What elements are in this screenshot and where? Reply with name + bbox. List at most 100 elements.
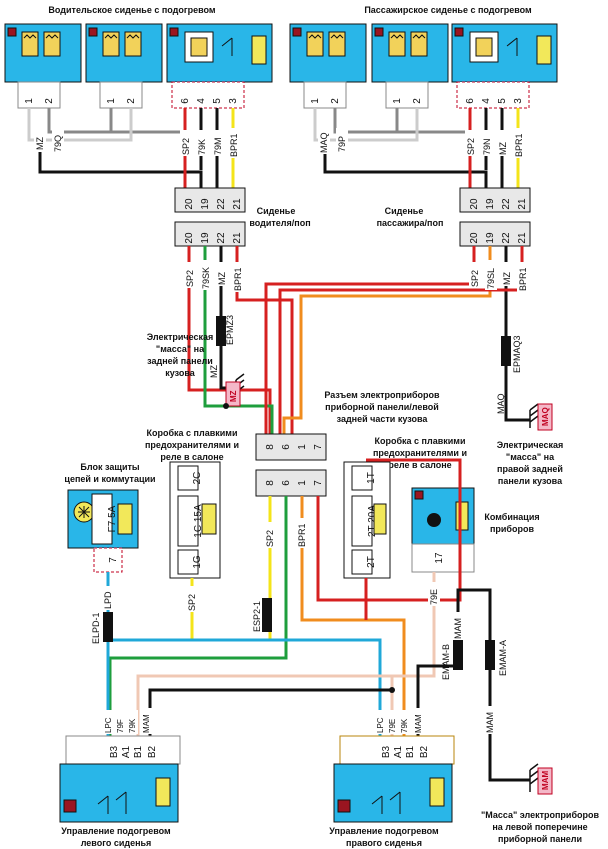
pin-b3: B3 — [381, 745, 392, 758]
wire-label: MZ — [209, 365, 219, 378]
wire-label: MAQ — [496, 393, 506, 414]
pin-5: 5 — [497, 98, 508, 104]
pin-22: 22 — [501, 232, 512, 244]
pin-3: 3 — [228, 98, 239, 104]
wire-label: LPD — [103, 591, 113, 609]
wire-label: BPR1 — [514, 133, 524, 157]
pin-8: 8 — [265, 444, 276, 450]
fuse-box-right-label: Коробка с плавкими предохранителями и ре… — [373, 436, 467, 470]
wire-label: 79N — [482, 138, 492, 155]
wire-label: SP2 — [265, 530, 275, 547]
passenger-heater-1: 1 2 — [289, 23, 367, 109]
fuse-2t: 1T 2T 20A 2T — [343, 461, 391, 579]
label-line: предохранителями и — [373, 448, 467, 458]
wire-label: SP2 — [466, 138, 476, 155]
pin-b2: B2 — [147, 745, 158, 758]
driver-seat-relay: 6 4 5 3 — [166, 23, 273, 109]
pin-22: 22 — [216, 232, 227, 244]
wire-label: BPR1 — [297, 523, 307, 547]
wire-label: 79F — [116, 719, 125, 733]
wire-label: BPR1 — [518, 267, 528, 291]
pin-2t: 2T — [366, 556, 377, 568]
label-line: Управление подогревом — [329, 826, 439, 836]
wire-label: 79K — [197, 139, 207, 155]
wire-label: 79K — [400, 718, 409, 733]
label-line: приборной панели/левой — [325, 402, 439, 412]
label-line: "масса" на — [156, 344, 205, 354]
wire-label: EPMAQ3 — [512, 335, 522, 373]
pin-17: 17 — [434, 552, 445, 564]
wire-label: 79K — [128, 718, 137, 733]
label-line: задней части кузова — [337, 414, 429, 424]
wire-label: SP2 — [187, 594, 197, 611]
fuse-rating: 2T 20A — [367, 505, 378, 537]
pin-6: 6 — [281, 480, 292, 486]
label-line: Сиденье — [385, 206, 424, 216]
ground-tag: MAM — [541, 771, 550, 790]
label-line: задней панели — [147, 356, 213, 366]
seat-connector-passenger: 20 19 22 21 20 19 22 21 Сиденье пассажир… — [377, 187, 531, 247]
label-line: водителя/поп — [249, 218, 310, 228]
wire-label: LPC — [104, 717, 113, 733]
wire-label: 79SL — [486, 268, 496, 289]
label-line: "Масса" электроприборов — [481, 810, 600, 820]
wire-label: EPMZ3 — [225, 315, 235, 345]
label-line: Блок защиты — [80, 462, 139, 472]
wire-label: BPR1 — [233, 267, 243, 291]
dash-connector: 8 6 1 7 8 6 1 7 Разъем электроприборов п… — [255, 390, 440, 497]
pin-2: 2 — [44, 98, 55, 104]
wire-label: SP2 — [470, 270, 480, 287]
wire-label: ELPD-1 — [91, 612, 101, 644]
label-line: Сиденье — [257, 206, 296, 216]
pin-20: 20 — [184, 198, 195, 210]
passenger-heater-2: 1 2 — [371, 23, 449, 109]
fuse-rating: 1C 15A — [193, 504, 204, 538]
passenger-seat-relay: 6 4 5 3 — [451, 23, 558, 109]
pin-8: 8 — [265, 480, 276, 486]
label-line: "масса" на — [506, 452, 555, 462]
wire-label: 79E — [429, 589, 439, 605]
title-passenger-seat: Пассажирское сиденье с подогревом — [364, 5, 532, 15]
wire-label: MAM — [485, 712, 495, 733]
pin-22: 22 — [216, 198, 227, 210]
control-right: B3 A1 B1 B2 Управление подогревом правог… — [329, 735, 455, 848]
label-line: цепей и коммутации — [64, 474, 155, 484]
pin-a1: A1 — [121, 745, 132, 758]
pin-20: 20 — [469, 198, 480, 210]
label-line: реле в салоне — [160, 452, 223, 462]
driver-heater-2: 1 2 — [85, 23, 163, 109]
pin-20: 20 — [184, 232, 195, 244]
label-line: правой задней — [497, 464, 563, 474]
label-line: пассажира/поп — [377, 218, 444, 228]
pin-19: 19 — [485, 232, 496, 244]
pin-21: 21 — [517, 198, 528, 210]
wire-label: BPR1 — [229, 133, 239, 157]
wire-label: MZ — [498, 142, 508, 155]
title-driver-seat: Водительское сиденье с подогревом — [48, 5, 215, 15]
pin-19: 19 — [200, 232, 211, 244]
pin-7: 7 — [313, 480, 324, 486]
label-line: Разъем электроприборов — [324, 390, 440, 400]
wire-label: MAM — [453, 618, 463, 639]
pin-1g: 1G — [192, 555, 203, 569]
pin-1: 1 — [392, 98, 403, 104]
junction-dot — [389, 687, 395, 693]
wire-label: MZ — [502, 272, 512, 285]
wire-label: 79SK — [201, 267, 211, 289]
pin-20: 20 — [469, 232, 480, 244]
pin-7: 7 — [313, 444, 324, 450]
ground-mam: MAM "Масса" электроприборов на левой поп… — [481, 763, 600, 844]
wire-label: MZ — [217, 272, 227, 285]
label-line: приборной панели — [498, 834, 582, 844]
pin-6: 6 — [180, 98, 191, 104]
wire-label: SP2 — [181, 138, 191, 155]
pin-4: 4 — [196, 98, 207, 104]
protection-block: Блок защиты цепей и коммутации F7 5A 7 — [64, 462, 156, 573]
wire-label: 79M — [213, 137, 223, 155]
wire-label: 79E — [388, 719, 397, 733]
label-line: левого сиденья — [81, 838, 152, 848]
ground-passenger-maq: EPMAQ3 MAQ MAQ Электрическая "масса" на … — [496, 335, 563, 486]
wire-labels-top: MZ 79Q SP2 79K 79M BPR1 MAQ 79P SP2 79N … — [34, 128, 525, 158]
fuse-rating: F7 5A — [107, 505, 118, 532]
